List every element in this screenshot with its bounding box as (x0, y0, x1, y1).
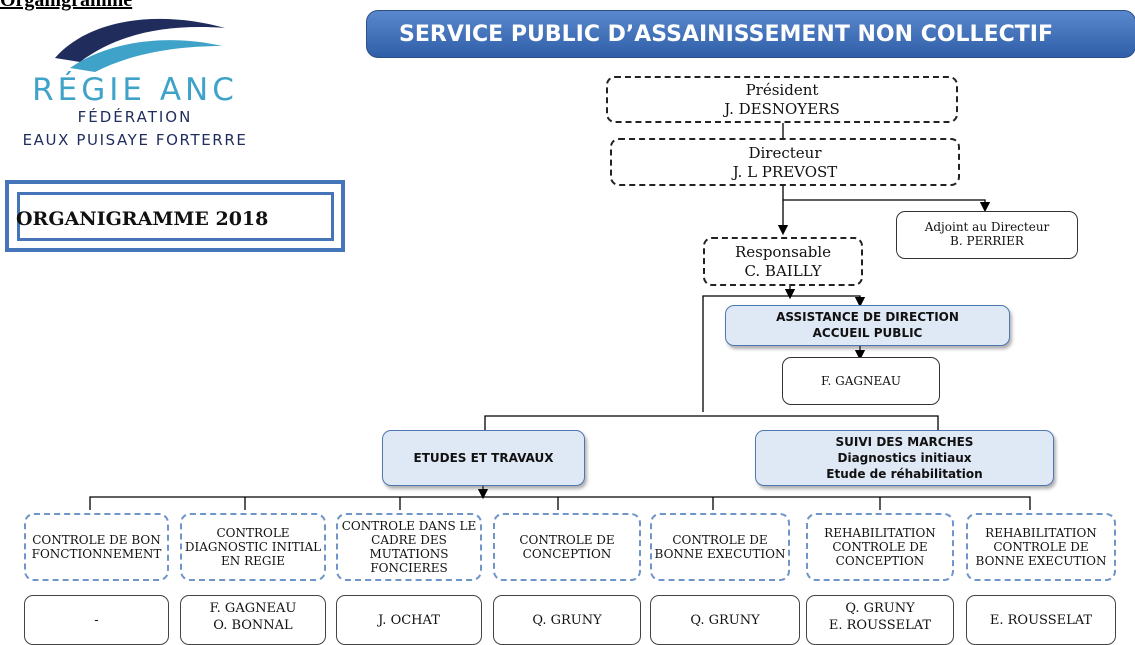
logo-tagline: EAUX PUISAYE FORTERRE (22, 131, 248, 149)
directeur-name: J. L PREVOST (732, 163, 838, 181)
staff-name: O. BONNAL (213, 618, 293, 633)
unit-label: CONTROLE DE (672, 533, 768, 547)
etudes-label: ETUDES ET TRAVAUX (413, 451, 554, 465)
directeur-role: Directeur (748, 144, 822, 162)
staff-box: F. GAGNEAU O. BONNAL (180, 595, 326, 645)
assistance-line1: ASSISTANCE DE DIRECTION (776, 310, 959, 324)
staff-box: Q. GRUNY (650, 595, 800, 645)
suivi-line1: SUIVI DES MARCHES (835, 435, 974, 449)
president-box: Président J. DESNOYERS (606, 76, 958, 123)
unit-box: REHABILITATION CONTROLE DE CONCEPTION (806, 513, 954, 581)
assistance-box: ASSISTANCE DE DIRECTION ACCUEIL PUBLIC (725, 305, 1010, 346)
connector-units-bar (89, 496, 1031, 510)
unit-label: CONTROLE DE (832, 540, 928, 554)
unit-label: CONTROLE DE (993, 540, 1089, 554)
unit-label: FONCTIONNEMENT (31, 547, 162, 561)
unit-label: CONCEPTION (835, 554, 925, 568)
staff-name: Q. GRUNY (532, 612, 602, 628)
unit-box: CONTROLE DIAGNOSTIC INITIAL EN REGIE (180, 513, 326, 581)
suivi-line2: Diagnostics initiaux (837, 451, 972, 465)
unit-box: CONTROLE DE CONCEPTION (493, 513, 641, 581)
staff-name: F. GAGNEAU (209, 601, 297, 616)
staff-name: J. OCHAT (378, 612, 440, 628)
responsable-box: Responsable C. BAILLY (703, 237, 863, 286)
unit-box: CONTROLE DANS LE CADRE DES MUTATIONS FON… (336, 513, 482, 581)
assistance-staff: F. GAGNEAU (821, 374, 901, 388)
directeur-box: Directeur J. L PREVOST (610, 138, 960, 186)
unit-label: CONTROLE DANS LE (341, 519, 477, 533)
staff-name: E. ROUSSELAT (828, 618, 932, 633)
unit-label: BONNE EXECUTION (975, 554, 1107, 568)
president-role: Président (745, 81, 819, 99)
unit-label: CONTROLE DE (519, 533, 615, 547)
unit-label: MUTATIONS (369, 547, 449, 561)
organigramme-title: ORGANIGRAMME 2018 (16, 208, 269, 230)
staff-box: Q. GRUNY E. ROUSSELAT (806, 595, 954, 645)
unit-label: DIAGNOSTIC INITIAL (184, 540, 322, 554)
unit-label: CONTROLE DE BON (32, 533, 161, 547)
staff-box: E. ROUSSELAT (966, 595, 1116, 645)
page-heading-cut: Organigramme (0, 0, 133, 11)
unit-label: REHABILITATION (824, 526, 936, 540)
unit-label: EN REGIE (221, 554, 285, 568)
unit-label: FONCIERES (370, 561, 448, 575)
logo-subtitle: FÉDÉRATION (77, 108, 193, 126)
unit-label: CONCEPTION (522, 547, 612, 561)
assistance-staff-box: F. GAGNEAU (782, 357, 940, 405)
connector-directeur-adjoint (783, 199, 991, 213)
staff-name: Q. GRUNY (690, 612, 760, 628)
logo-title: RÉGIE ANC (32, 72, 238, 108)
logo-wave-icon (55, 18, 225, 72)
assistance-line2: ACCUEIL PUBLIC (812, 326, 923, 340)
staff-box: J. OCHAT (336, 595, 482, 645)
suivi-box: SUIVI DES MARCHES Diagnostics initiaux E… (755, 430, 1054, 486)
unit-box: REHABILITATION CONTROLE DE BONNE EXECUTI… (966, 513, 1116, 581)
unit-label: CONTROLE (216, 526, 290, 540)
staff-box: Q. GRUNY (493, 595, 641, 645)
connector-to-assistance (702, 295, 866, 412)
staff-name: E. ROUSSELAT (989, 612, 1093, 628)
unit-box: CONTROLE DE BONNE EXECUTION (650, 513, 790, 581)
president-name: J. DESNOYERS (724, 100, 840, 118)
adjoint-box: Adjoint au Directeur B. PERRIER (896, 211, 1078, 259)
adjoint-name: B. PERRIER (950, 234, 1024, 248)
unit-label: REHABILITATION (985, 526, 1097, 540)
unit-label: BONNE EXECUTION (654, 547, 786, 561)
organigramme-frame (5, 180, 345, 252)
responsable-role: Responsable (734, 243, 832, 261)
staff-box: - (24, 595, 169, 645)
suivi-line3: Etude de réhabilitation (826, 467, 983, 481)
responsable-name: C. BAILLY (744, 262, 822, 280)
adjoint-role: Adjoint au Directeur (924, 220, 1050, 234)
unit-box: CONTROLE DE BON FONCTIONNEMENT (24, 513, 169, 581)
staff-name: Q. GRUNY (845, 601, 915, 616)
organigramme-frame-inner (17, 192, 334, 241)
etudes-box: ETUDES ET TRAVAUX (382, 430, 585, 486)
staff-name: - (94, 612, 99, 628)
unit-label: CADRE DES (371, 533, 447, 547)
connector-to-services (484, 415, 939, 430)
header-banner: SERVICE PUBLIC D’ASSAINISSEMENT NON COLL… (366, 10, 1135, 58)
